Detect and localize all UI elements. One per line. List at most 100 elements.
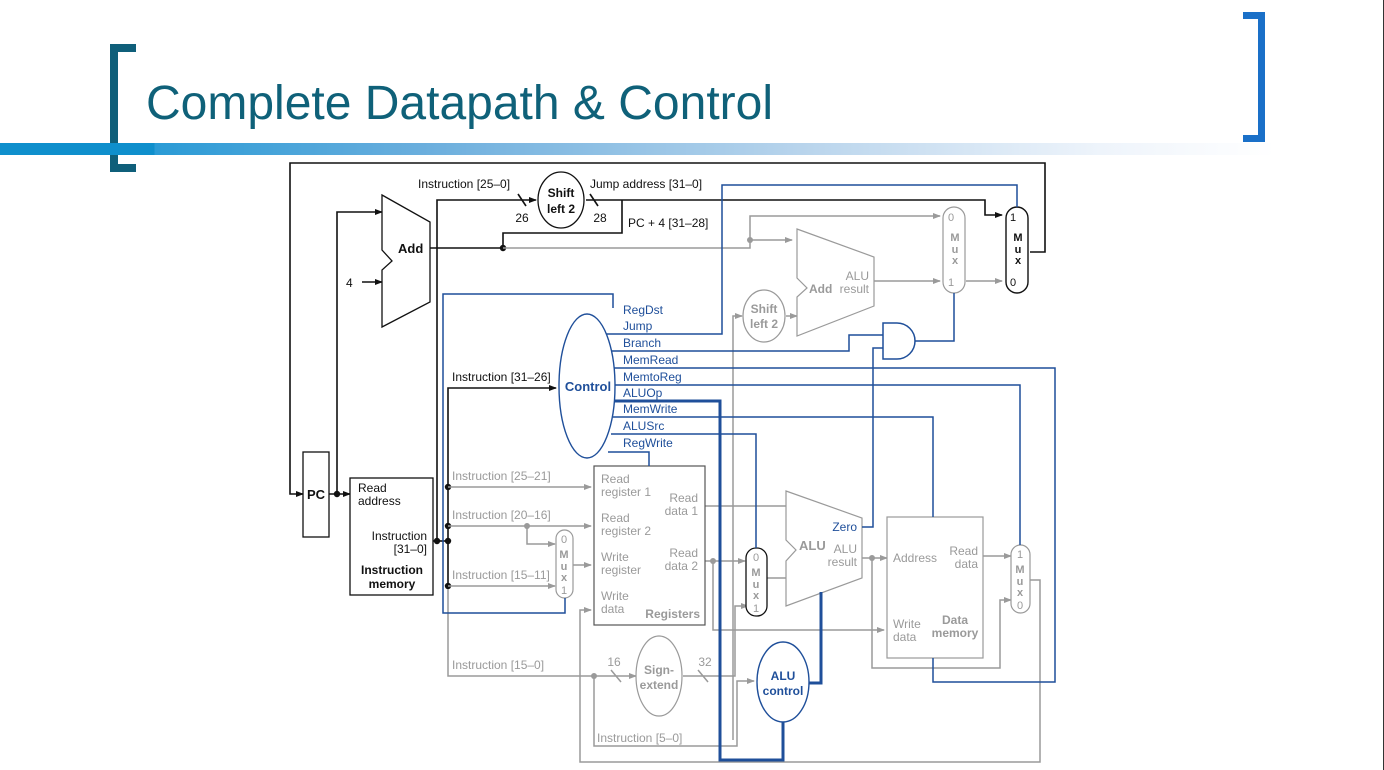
mux-jump-x: x [1015, 255, 1022, 267]
mux-memtoreg-u: u [1017, 576, 1024, 588]
mux-regdst: 0 M u x 1 [555, 529, 574, 599]
mux-alusrc: 0 M u x 1 [745, 547, 768, 617]
imem-title-1: Instruction [361, 563, 423, 577]
sign-extend-out-width: 32 [698, 655, 712, 669]
mux-branch-top: 0 [948, 212, 954, 224]
signal-memwrite: MemWrite [623, 402, 678, 416]
main-alu: ALU Zero ALU result [785, 490, 863, 607]
pc-adder-label: Add [398, 241, 423, 256]
title-bracket-right [1243, 12, 1265, 142]
signal-jump: Jump [623, 319, 653, 333]
imem-instruction-1: Instruction [372, 529, 427, 543]
signal-alusrc: ALUSrc [623, 419, 664, 433]
signal-regdst: RegDst [623, 303, 664, 317]
shift-left-2-branch: Shift left 2 [742, 289, 786, 343]
sign-extend-line1: Sign- [644, 663, 674, 677]
mux-alusrc-u: u [753, 579, 760, 591]
instruction-memory: Read address Instruction [31–0] Instruct… [349, 477, 434, 596]
dmem-read-data-2: data [955, 557, 979, 571]
label-instr-25-21: Instruction [25–21] [452, 469, 551, 483]
mux-memtoreg-top: 1 [1017, 549, 1023, 561]
mux-jump-top: 1 [1010, 212, 1016, 224]
dmem-address: Address [893, 551, 937, 565]
imem-read-address-2: address [358, 494, 401, 508]
mux-regdst-bottom: 1 [561, 585, 567, 597]
shift-jump-line1: Shift [548, 186, 575, 200]
dmem-title-1: Data [942, 613, 968, 627]
wire-shift-to-jumpmux [586, 199, 1003, 218]
signal-memread: MemRead [623, 353, 678, 367]
alu-result-2: result [828, 555, 858, 569]
control-signal-labels: RegDst Jump Branch MemRead MemtoReg ALUO… [623, 303, 682, 450]
branch-and-gate [882, 322, 916, 360]
alu-control-line2: control [763, 684, 804, 698]
wire-jump-mux-out-to-pc [289, 162, 1046, 497]
wire-pc4-up [502, 200, 623, 248]
shift-jump-in-width: 26 [515, 211, 529, 225]
slide-title: Complete Datapath & Control [146, 77, 773, 130]
wire-alusrc [611, 433, 757, 548]
mux-branch-u: u [952, 244, 959, 256]
wire-branch [612, 334, 883, 352]
mux-memtoreg: 1 M u x 0 [1010, 544, 1031, 614]
mux-alusrc-bottom: 1 [753, 603, 759, 615]
wire-memtoreg [614, 384, 1021, 545]
black-wires [289, 162, 1046, 589]
mux-memtoreg-x: x [1017, 587, 1024, 599]
mux-regdst-x: x [561, 572, 568, 584]
mux-memtoreg-m: M [1015, 564, 1024, 576]
shift-jump-out-width: 28 [593, 211, 607, 225]
label-instr-20-16: Instruction [20–16] [452, 508, 551, 522]
sign-extend-unit: Sign- extend 16 32 [607, 635, 712, 717]
regs-read-reg1-a: Read [601, 472, 630, 486]
wire-alu-control-out [808, 592, 823, 685]
mux-jump-bottom: 0 [1010, 277, 1016, 289]
sign-extend-line2: extend [640, 678, 679, 692]
wire-zero [862, 347, 883, 528]
pc-adder: Add 4 [346, 193, 431, 329]
signal-branch: Branch [623, 336, 661, 350]
sign-extend-in-width: 16 [607, 655, 621, 669]
imem-read-address-1: Read [358, 481, 387, 495]
regs-read-data2-a: Read [669, 546, 698, 560]
pc-register: PC [302, 451, 330, 538]
const-4-label: 4 [346, 276, 353, 290]
signal-memtoreg: MemtoReg [623, 370, 682, 384]
mux-regdst-top: 0 [561, 534, 567, 546]
alu-result-1: ALU [834, 542, 857, 556]
control-unit: Control [558, 313, 616, 459]
alu-control-unit: ALU control [756, 641, 810, 723]
label-jump-address: Jump address [31–0] [590, 177, 702, 191]
signal-aluop: ALUOp [623, 386, 663, 400]
dmem-read-data-1: Read [949, 544, 978, 558]
mux-memtoreg-bottom: 0 [1017, 600, 1023, 612]
regs-write-reg-a: Write [601, 550, 629, 564]
wire-aluop [614, 399, 785, 762]
mux-alusrc-m: M [751, 567, 760, 579]
mux-branch-bottom: 1 [948, 277, 954, 289]
branch-adder-label: Add [809, 282, 832, 296]
register-file: Read register 1 Read register 2 Write re… [593, 465, 706, 626]
mux-jump-m: M [1013, 232, 1022, 244]
label-pc4-31-28: PC + 4 [31–28] [628, 216, 708, 230]
branch-adder-result-1: ALU [846, 269, 869, 283]
shift-branch-line2: left 2 [750, 317, 778, 331]
label-instr-31-26: Instruction [31–26] [452, 370, 551, 384]
control-wires [442, 184, 1056, 683]
wire-jump [606, 184, 1018, 335]
mux-jump: 1 M u x 0 [1005, 206, 1029, 294]
shift-jump-line2: left 2 [547, 202, 575, 216]
dmem-write-data-2: data [893, 630, 917, 644]
mux-jump-u: u [1015, 244, 1022, 256]
label-instr-15-11: Instruction [15–11] [452, 568, 550, 582]
regs-write-data-b: data [601, 602, 625, 616]
imem-title-2: memory [369, 577, 416, 591]
gray-junctions [524, 237, 875, 679]
shift-branch-line1: Shift [751, 302, 778, 316]
mux-branch: 0 M u x 1 [942, 206, 966, 294]
regs-write-data-a: Write [601, 589, 629, 603]
regs-title: Registers [645, 607, 700, 621]
alu-label: ALU [799, 538, 826, 553]
label-instr-15-0: Instruction [15–0] [452, 658, 544, 672]
